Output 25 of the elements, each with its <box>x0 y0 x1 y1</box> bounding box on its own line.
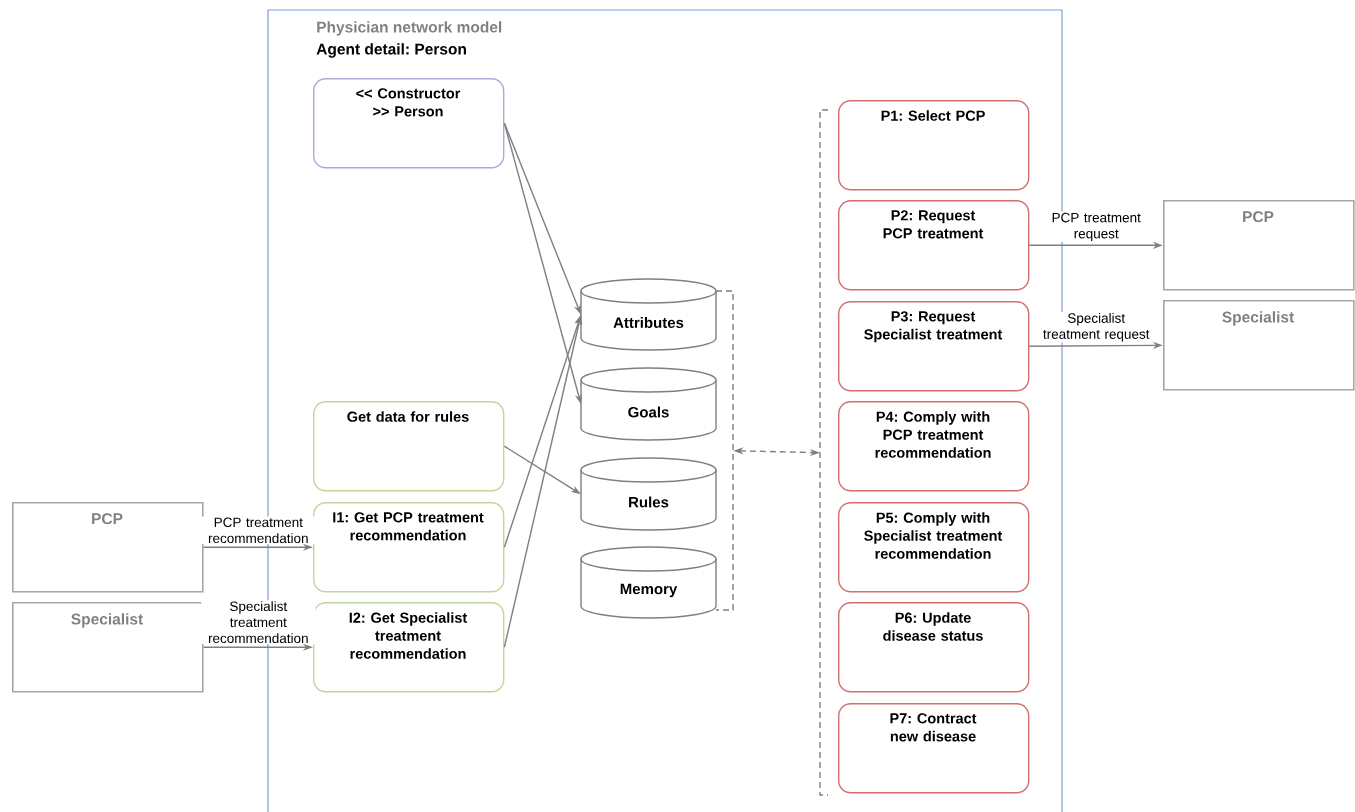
input-box: I1: Get PCP treatment recommendation <box>313 502 505 593</box>
process-box: P2: Request PCP treatment <box>838 200 1030 291</box>
bracket <box>819 109 829 796</box>
node-label: Rules <box>629 496 669 508</box>
constructor-box: << Constructor >> Person <box>313 78 505 169</box>
process-box: P7: Contract new disease <box>838 703 1030 794</box>
node-label: Memory <box>620 583 678 598</box>
data-cylinder: Attributes <box>580 278 717 351</box>
process-box: P4: Comply with PCP treatment recommendation <box>838 401 1030 492</box>
bracket <box>715 290 734 611</box>
process-box: P5: Comply with Specialist treatment recommendation <box>838 502 1030 593</box>
data-cylinder: Memory <box>580 546 717 619</box>
data-cylinder: Goals <box>580 367 717 441</box>
data-cylinder: Rules <box>580 457 717 531</box>
external-box: PCP <box>1163 200 1355 291</box>
external-box: Specialist <box>12 602 204 693</box>
external-box: PCP <box>12 502 204 593</box>
process-box: P3: Request Specialist treatment <box>838 301 1030 392</box>
process-box: P6: Update disease status <box>838 602 1030 693</box>
node-label: Attributes <box>613 317 684 329</box>
external-box: Specialist <box>1163 300 1355 391</box>
node-label: Goals <box>628 406 669 418</box>
process-box: P1: Select PCP <box>838 100 1030 191</box>
input-box: Get data for rules <box>313 401 505 492</box>
input-box: I2: Get Specialist treatment recommendation <box>313 602 505 693</box>
